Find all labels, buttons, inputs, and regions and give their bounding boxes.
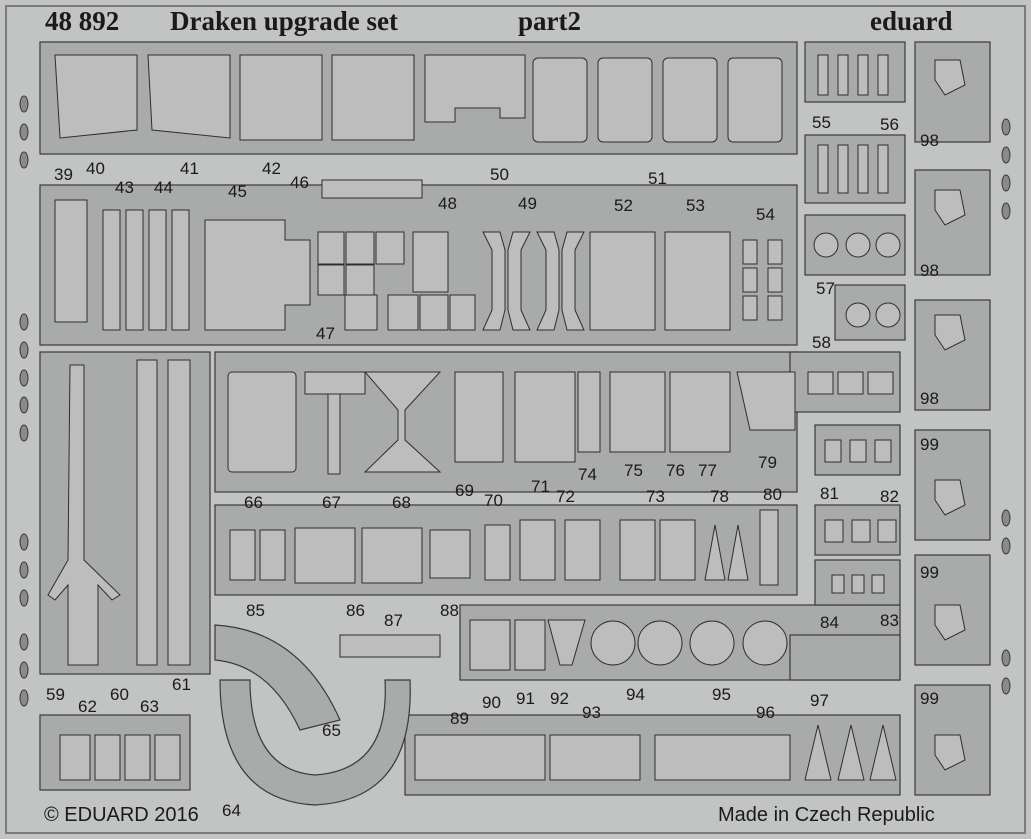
brand-logo: eduard <box>870 6 953 36</box>
part-label: 98 <box>920 389 939 408</box>
part-label: 90 <box>482 693 501 712</box>
part-label: 70 <box>484 491 503 510</box>
part-label: 99 <box>920 689 939 708</box>
part-label: 77 <box>698 461 717 480</box>
part-label: 68 <box>392 493 411 512</box>
part-label: 86 <box>346 601 365 620</box>
part-label: 96 <box>756 703 775 722</box>
part-label: 54 <box>756 205 775 224</box>
part-label: 82 <box>880 487 899 506</box>
part-label: 81 <box>820 484 839 503</box>
part-label: 44 <box>154 178 173 197</box>
part-label: 88 <box>440 601 459 620</box>
fret-98b <box>914 169 991 276</box>
part-label: 78 <box>710 487 729 506</box>
part-label: 98 <box>920 131 939 150</box>
part-label: 75 <box>624 461 643 480</box>
part-label: 66 <box>244 493 263 512</box>
part-label: 64 <box>222 801 241 820</box>
part-label: 71 <box>531 477 550 496</box>
part-label: 56 <box>880 115 899 134</box>
set-number: 48 892 <box>45 6 120 36</box>
part-label: 89 <box>450 709 469 728</box>
part-label: 74 <box>578 465 597 484</box>
part-label: 83 <box>880 611 899 630</box>
part-label: 46 <box>290 173 309 192</box>
part-65 <box>214 624 341 731</box>
part-label: 98 <box>920 261 939 280</box>
part-label: 95 <box>712 685 731 704</box>
set-part: part2 <box>518 6 581 36</box>
part-label: 39 <box>54 165 73 184</box>
part-label: 43 <box>115 178 134 197</box>
part-label: 50 <box>490 165 509 184</box>
part-label: 73 <box>646 487 665 506</box>
part-label: 65 <box>322 721 341 740</box>
part-label: 48 <box>438 194 457 213</box>
part-label: 99 <box>920 563 939 582</box>
part-label: 79 <box>758 453 777 472</box>
part-label: 47 <box>316 324 335 343</box>
part-label: 42 <box>262 159 281 178</box>
origin-text: Made in Czech Republic <box>718 804 935 826</box>
part-label: 76 <box>666 461 685 480</box>
copyright-text: © EDUARD 2016 <box>44 804 199 826</box>
part-label: 41 <box>180 159 199 178</box>
part-label: 97 <box>810 691 829 710</box>
part-label: 67 <box>322 493 341 512</box>
part-label: 99 <box>920 435 939 454</box>
sheet-frame <box>5 5 1026 834</box>
part-label: 94 <box>626 685 645 704</box>
part-label: 60 <box>110 685 129 704</box>
part-label: 40 <box>86 159 105 178</box>
part-label: 59 <box>46 685 65 704</box>
part-label: 72 <box>556 487 575 506</box>
part-label: 69 <box>455 481 474 500</box>
part-label: 58 <box>812 333 831 352</box>
part-label: 87 <box>384 611 403 630</box>
part-label: 62 <box>78 697 97 716</box>
part-label: 49 <box>518 194 537 213</box>
set-name: Draken upgrade set <box>170 6 398 36</box>
part-label: 63 <box>140 697 159 716</box>
part-label: 80 <box>763 485 782 504</box>
part-label: 61 <box>172 675 191 694</box>
part-label: 85 <box>246 601 265 620</box>
part-label: 51 <box>648 169 667 188</box>
part-label: 93 <box>582 703 601 722</box>
part-label: 45 <box>228 182 247 201</box>
part-label: 53 <box>686 196 705 215</box>
part-label: 57 <box>816 279 835 298</box>
fret-84 <box>789 634 901 681</box>
fret-98a <box>914 41 991 143</box>
part-label: 55 <box>812 113 831 132</box>
part-label: 92 <box>550 689 569 708</box>
part-label: 52 <box>614 196 633 215</box>
part-label: 84 <box>820 613 839 632</box>
part-label: 91 <box>516 689 535 708</box>
part-64 <box>219 679 411 806</box>
